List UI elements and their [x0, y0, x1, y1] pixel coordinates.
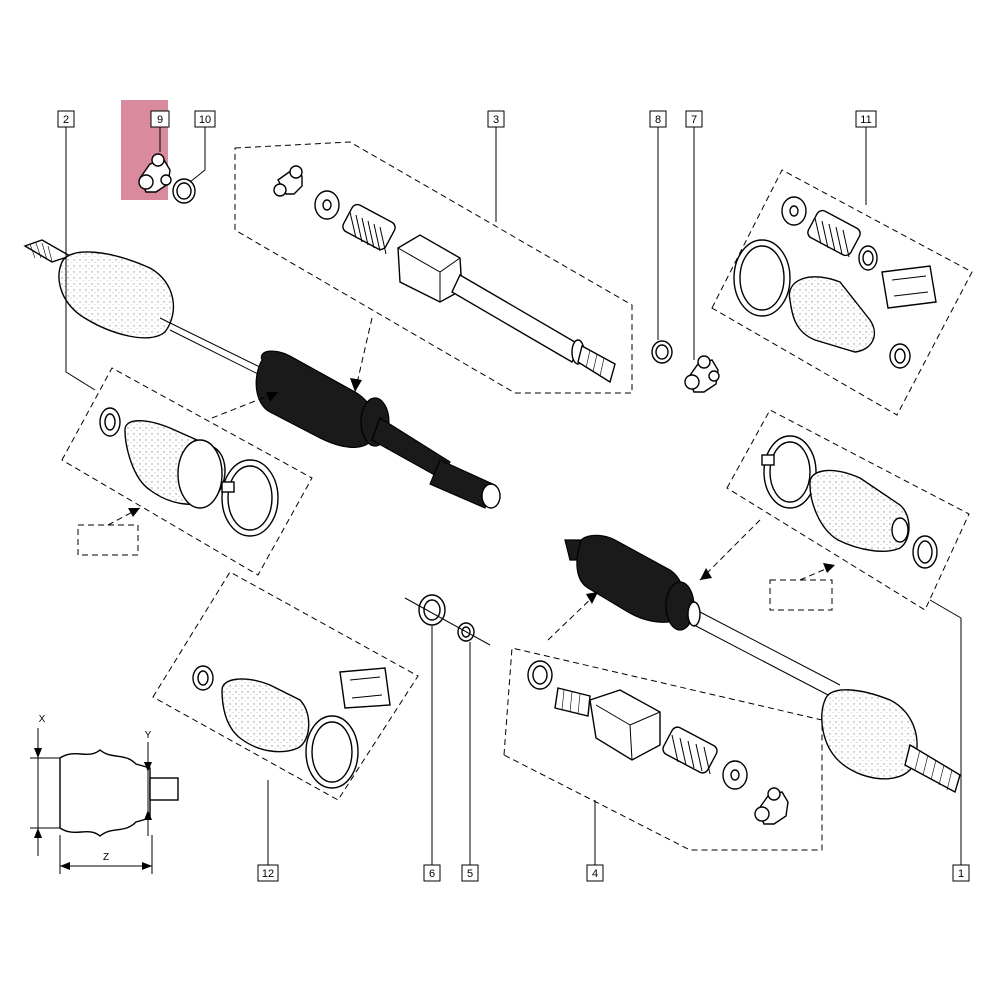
- callout-3[interactable]: 3: [487, 110, 505, 128]
- callout-12-label: 12: [262, 868, 274, 880]
- leader-lines: [65, 126, 962, 865]
- dimension-z-label: Z: [103, 852, 109, 863]
- group-outline-12: [152, 571, 419, 801]
- group-outline-4: [503, 647, 823, 851]
- reference-box-right: [769, 579, 833, 611]
- group-outline-11: [711, 169, 973, 416]
- callout-4[interactable]: 4: [586, 864, 604, 882]
- group-12-parts: [192, 665, 391, 789]
- assembly-arrows: [107, 317, 836, 641]
- callout-3-label: 3: [493, 114, 499, 126]
- callout-4-label: 4: [592, 868, 598, 880]
- callout-10-label: 10: [199, 114, 211, 126]
- callout-6[interactable]: 6: [423, 864, 441, 882]
- group-2-parts: [99, 407, 279, 537]
- reference-box-left: [77, 524, 139, 556]
- callout-8[interactable]: 8: [649, 110, 667, 128]
- callout-11-label: 11: [860, 114, 871, 126]
- callout-7[interactable]: 7: [685, 110, 703, 128]
- group-outline-3: [234, 141, 633, 394]
- dimension-y-label: Y: [145, 730, 152, 741]
- callout-10[interactable]: 10: [194, 110, 216, 128]
- callout-2[interactable]: 2: [57, 110, 75, 128]
- left-driveshaft: [23, 239, 501, 509]
- callout-11[interactable]: 11: [855, 110, 877, 128]
- callout-6-label: 6: [429, 868, 435, 880]
- tripod-icon: [273, 165, 303, 197]
- group-4-parts: [527, 660, 789, 825]
- dimension-inset: X Y Z: [30, 714, 179, 874]
- part-9-tripod[interactable]: [138, 153, 172, 193]
- part-10-circlip[interactable]: [172, 178, 196, 204]
- callout-1-label: 1: [958, 868, 964, 880]
- callout-7-label: 7: [691, 114, 697, 126]
- callout-1[interactable]: 1: [952, 864, 970, 882]
- callout-9[interactable]: 9: [150, 110, 170, 128]
- callout-8-label: 8: [655, 114, 661, 126]
- part-8-circlip[interactable]: [651, 340, 673, 364]
- group-outline-1: [726, 409, 970, 611]
- callout-2-label: 2: [63, 114, 69, 126]
- group-outline-2: [61, 367, 313, 576]
- spring-icon: [342, 203, 396, 255]
- callout-9-label: 9: [157, 114, 163, 126]
- group-3-parts: [273, 165, 616, 384]
- callout-5-label: 5: [467, 868, 473, 880]
- dimension-x-label: X: [39, 714, 46, 725]
- callout-5[interactable]: 5: [461, 864, 479, 882]
- right-driveshaft: [564, 534, 961, 794]
- part-6-washer[interactable]: [418, 594, 446, 626]
- part-7-tripod[interactable]: [684, 355, 720, 393]
- callout-12[interactable]: 12: [257, 864, 279, 882]
- group-1-parts: [761, 435, 938, 569]
- group-11-parts: [733, 196, 937, 369]
